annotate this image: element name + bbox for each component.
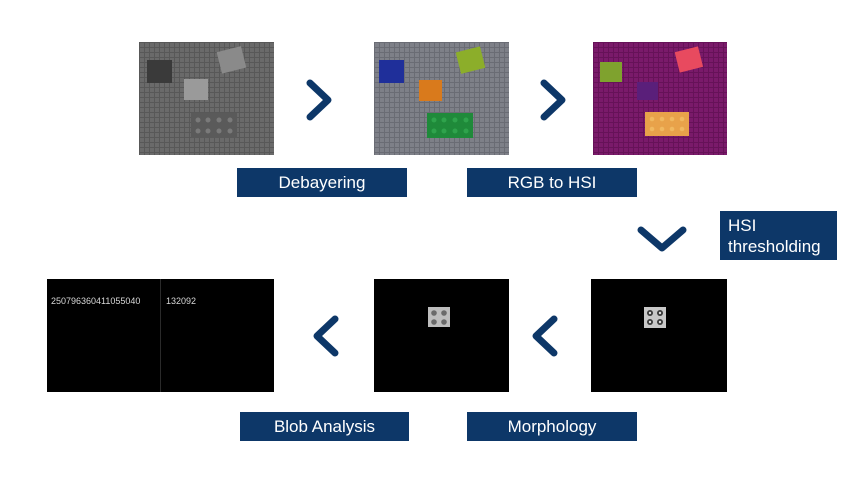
raw-bayer-image <box>139 42 274 155</box>
step-label-hsi-thresholding: HSI thresholding <box>720 211 837 260</box>
step-label-debayering: Debayering <box>237 168 407 197</box>
blob-readout-left: 250796360411055040 <box>51 296 141 306</box>
step-label-hsi-thresholding-line2: thresholding <box>728 237 821 256</box>
blob-divider <box>160 279 161 392</box>
blob-analysis-image: 250796360411055040 132092 <box>47 279 274 392</box>
blob-readout-right: 132092 <box>166 296 197 306</box>
chevron-right-icon <box>300 78 340 127</box>
threshold-image <box>591 279 727 392</box>
chevron-right-icon <box>534 78 574 127</box>
step-label-morphology: Morphology <box>467 412 637 441</box>
step-label-rgb-to-hsi: RGB to HSI <box>467 168 637 197</box>
chevron-left-icon <box>524 314 564 363</box>
chevron-left-icon <box>305 314 345 363</box>
step-label-hsi-thresholding-line1: HSI <box>728 216 757 235</box>
hsi-image <box>593 42 727 155</box>
chevron-down-icon <box>636 220 688 261</box>
step-label-blob-analysis: Blob Analysis <box>240 412 409 441</box>
morphology-image <box>374 279 509 392</box>
debayered-color-image <box>374 42 509 155</box>
